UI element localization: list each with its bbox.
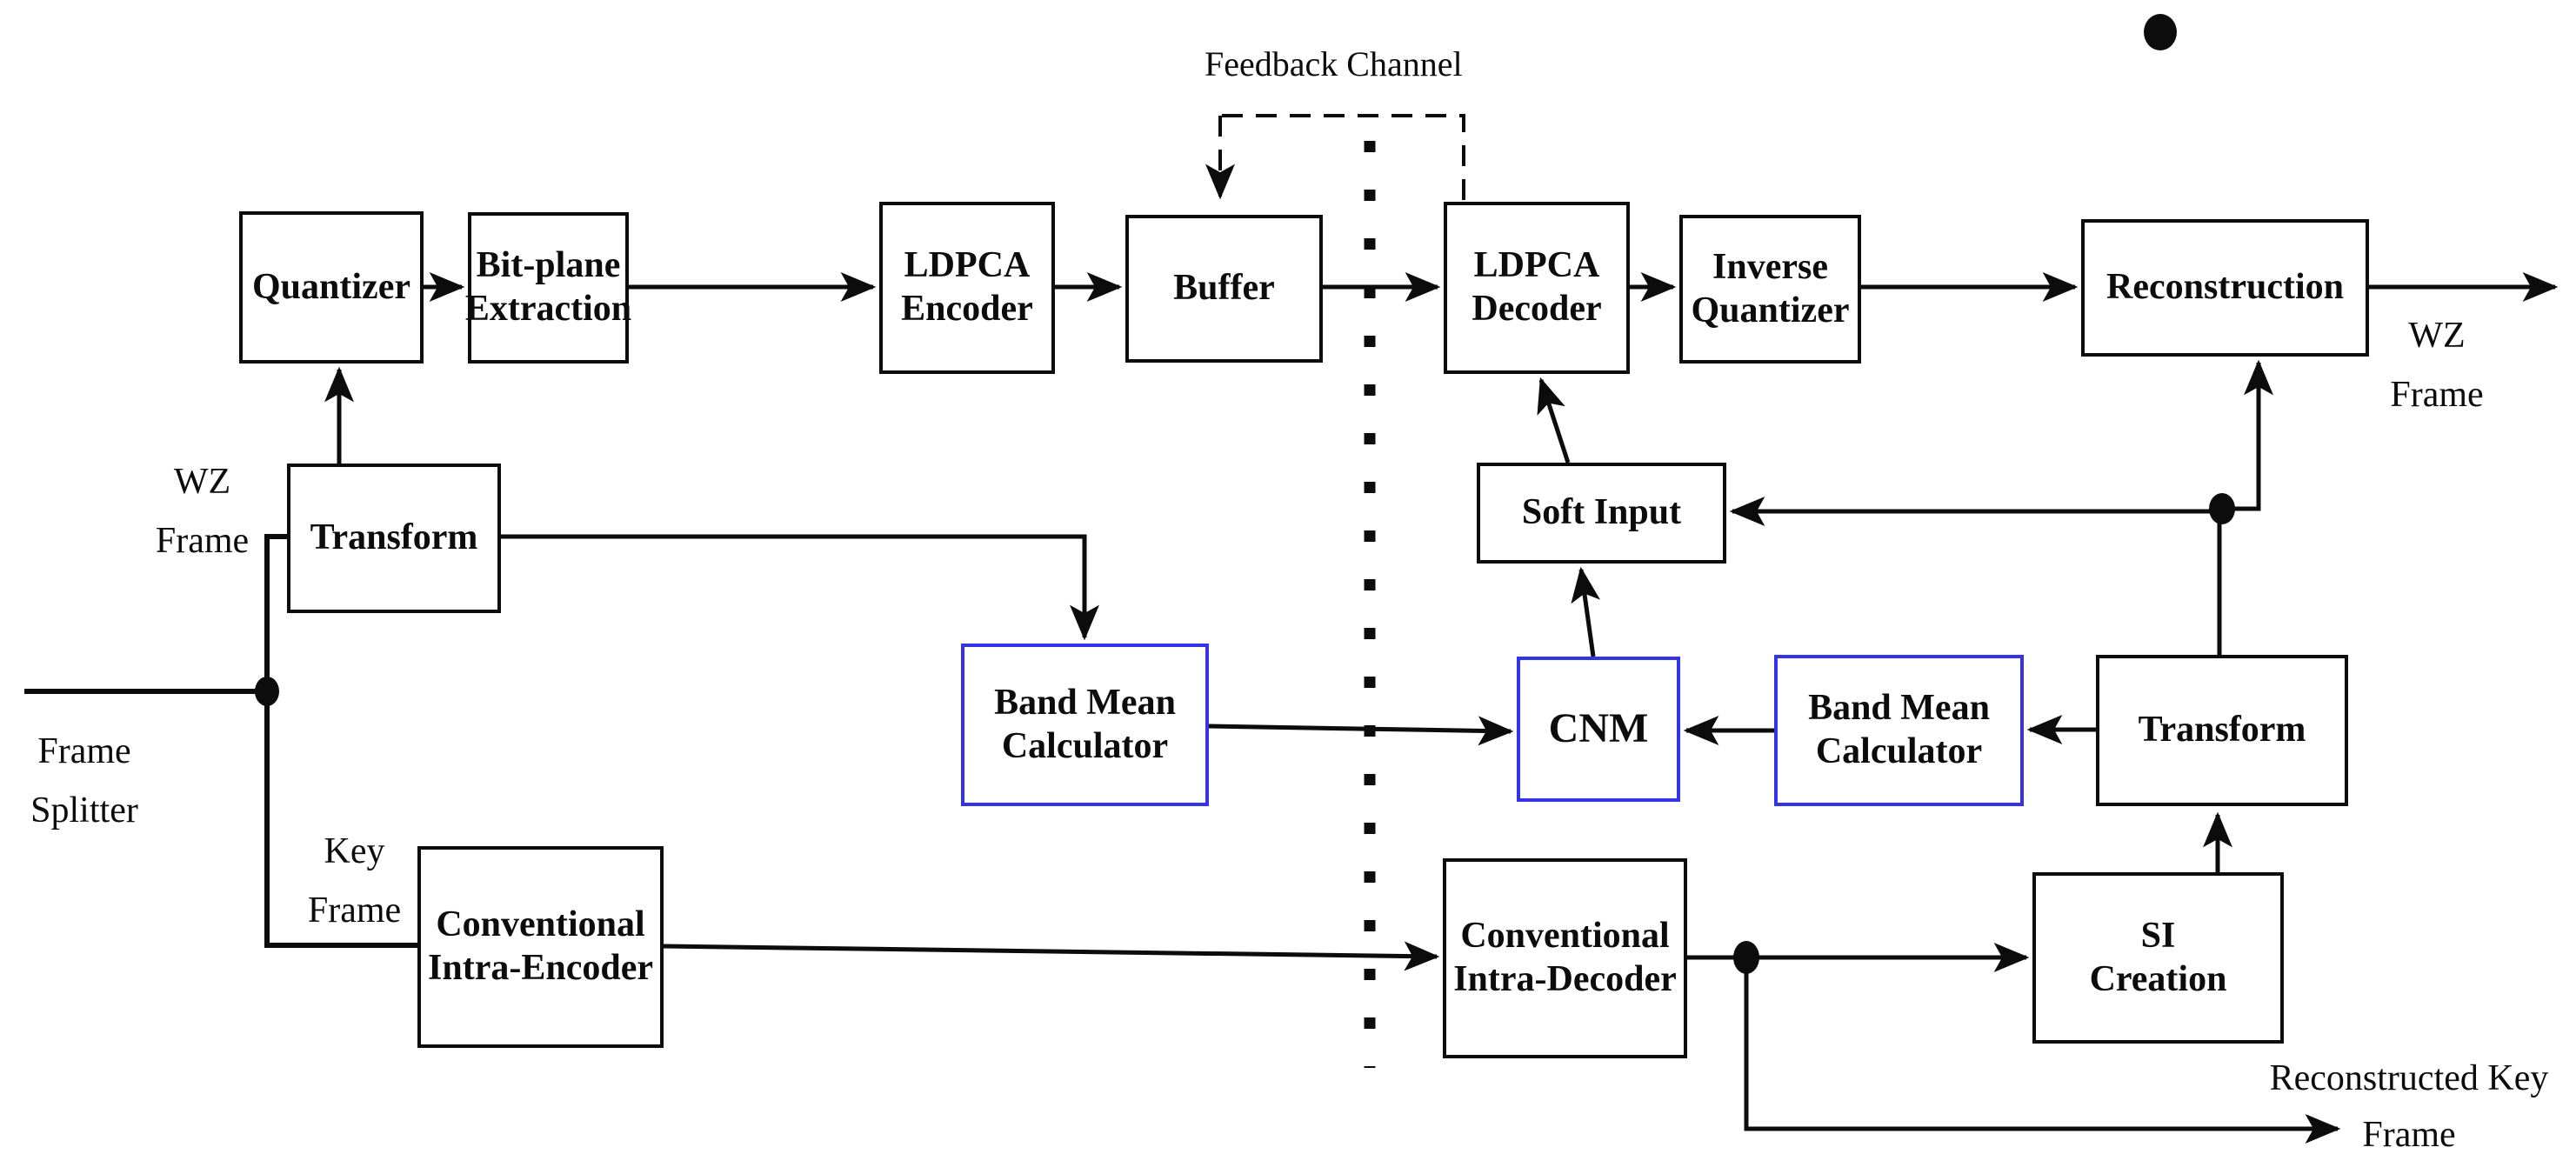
intra-decoder-junction-dot (1733, 941, 1759, 974)
band-mean-calculator-decoder-label: Band Mean (1808, 688, 1990, 729)
buffer-box: Buffer (1125, 215, 1323, 363)
transform-wz-box: Transform (287, 464, 501, 613)
ldpca-decoder-label: LDPCA (1473, 245, 1600, 286)
conventional-intra-decoder-label: Intra-Decoder (1453, 959, 1677, 999)
ldpca-decoder-label: Decoder (1472, 289, 1602, 329)
band-mean-calculator-encoder-label: Calculator (1001, 725, 1169, 766)
band-mean-calculator-encoder-box: Band Mean Calculator (961, 644, 1209, 806)
stray-bullet-dot (2144, 14, 2177, 50)
quantizer-label: Quantizer (252, 266, 410, 307)
frame-splitter-junction-dot (255, 677, 279, 706)
soft-input-box: Soft Input (1477, 463, 1726, 564)
buffer-label: Buffer (1173, 268, 1275, 309)
arrow-intra-encoder-to-intra-decoder (663, 941, 1440, 971)
quantizer-box: Quantizer (239, 211, 424, 364)
ldpca-decoder-box: LDPCA Decoder (1444, 202, 1630, 374)
bitplane-extraction-box: Bit-plane Extraction (464, 212, 632, 364)
feedback-channel-dashed-line (1220, 114, 1465, 200)
splitter-to-intra-encoder-line (264, 691, 419, 948)
inverse-quantizer-box: Inverse Quantizer (1679, 215, 1861, 364)
arrow-soft-input-to-ldpca-decoder (1537, 377, 1571, 464)
feedback-channel-label: Feedback Channel (1205, 44, 1463, 83)
bitplane-extraction-label: Extraction (464, 289, 632, 329)
key-frame-label: Key Frame (307, 831, 402, 931)
reconstruction-label: Reconstruction (2106, 267, 2344, 308)
wz-frame-output-label: WZ Frame (2390, 316, 2484, 416)
arrow-junction-to-reconstructed-key-frame (1744, 957, 2341, 1144)
cnm-label: CNM (1548, 705, 1649, 752)
wz-frame-input-label: WZ Frame (155, 462, 250, 562)
transform-si-box: Transform (2096, 655, 2348, 806)
conventional-intra-encoder-label: Conventional (436, 904, 645, 945)
ldpca-encoder-label: Encoder (901, 289, 1033, 329)
band-mean-calculator-encoder-label: Band Mean (994, 682, 1176, 723)
arrow-transform-to-band-mean-encoder (501, 534, 1099, 641)
si-creation-label: SI (2140, 915, 2176, 956)
inverse-quantizer-label: Inverse (1712, 246, 1828, 287)
ldpca-encoder-label: LDPCA (904, 245, 1031, 286)
reconstructed-key-frame-label: Reconstructed Key Frame (2269, 1058, 2549, 1156)
conventional-intra-encoder-box: Conventional Intra-Encoder (417, 846, 664, 1048)
arrow-junction-to-reconstruction (2224, 359, 2273, 511)
conventional-intra-encoder-label: Intra-Encoder (428, 948, 653, 988)
transform-si-label: Transform (2138, 710, 2306, 750)
band-mean-calculator-decoder-box: Band Mean Calculator (1774, 655, 2024, 806)
band-mean-calculator-decoder-label: Calculator (1815, 731, 1983, 771)
arrow-cnm-to-soft-input (1571, 566, 1601, 657)
transform-wz-label: Transform (310, 517, 478, 558)
conventional-intra-decoder-label: Conventional (1460, 916, 1670, 957)
bitplane-extraction-label: Bit-plane (476, 245, 621, 286)
si-creation-box: SI Creation (2032, 872, 2284, 1044)
cnm-box: CNM (1517, 657, 1680, 802)
frame-splitter-label: Frame Splitter (30, 731, 138, 831)
splitter-to-transform-line (264, 534, 289, 691)
conventional-intra-decoder-box: Conventional Intra-Decoder (1443, 858, 1687, 1058)
arrow-band-mean-encoder-to-cnm (1208, 716, 1514, 746)
soft-input-label: Soft Input (1521, 492, 1682, 533)
reconstruction-box: Reconstruction (2081, 219, 2369, 357)
inverse-quantizer-label: Quantizer (1691, 290, 1850, 330)
reconstruction-junction-dot (2209, 493, 2235, 524)
si-creation-label: Creation (2089, 958, 2227, 999)
ldpca-encoder-box: LDPCA Encoder (879, 202, 1055, 374)
